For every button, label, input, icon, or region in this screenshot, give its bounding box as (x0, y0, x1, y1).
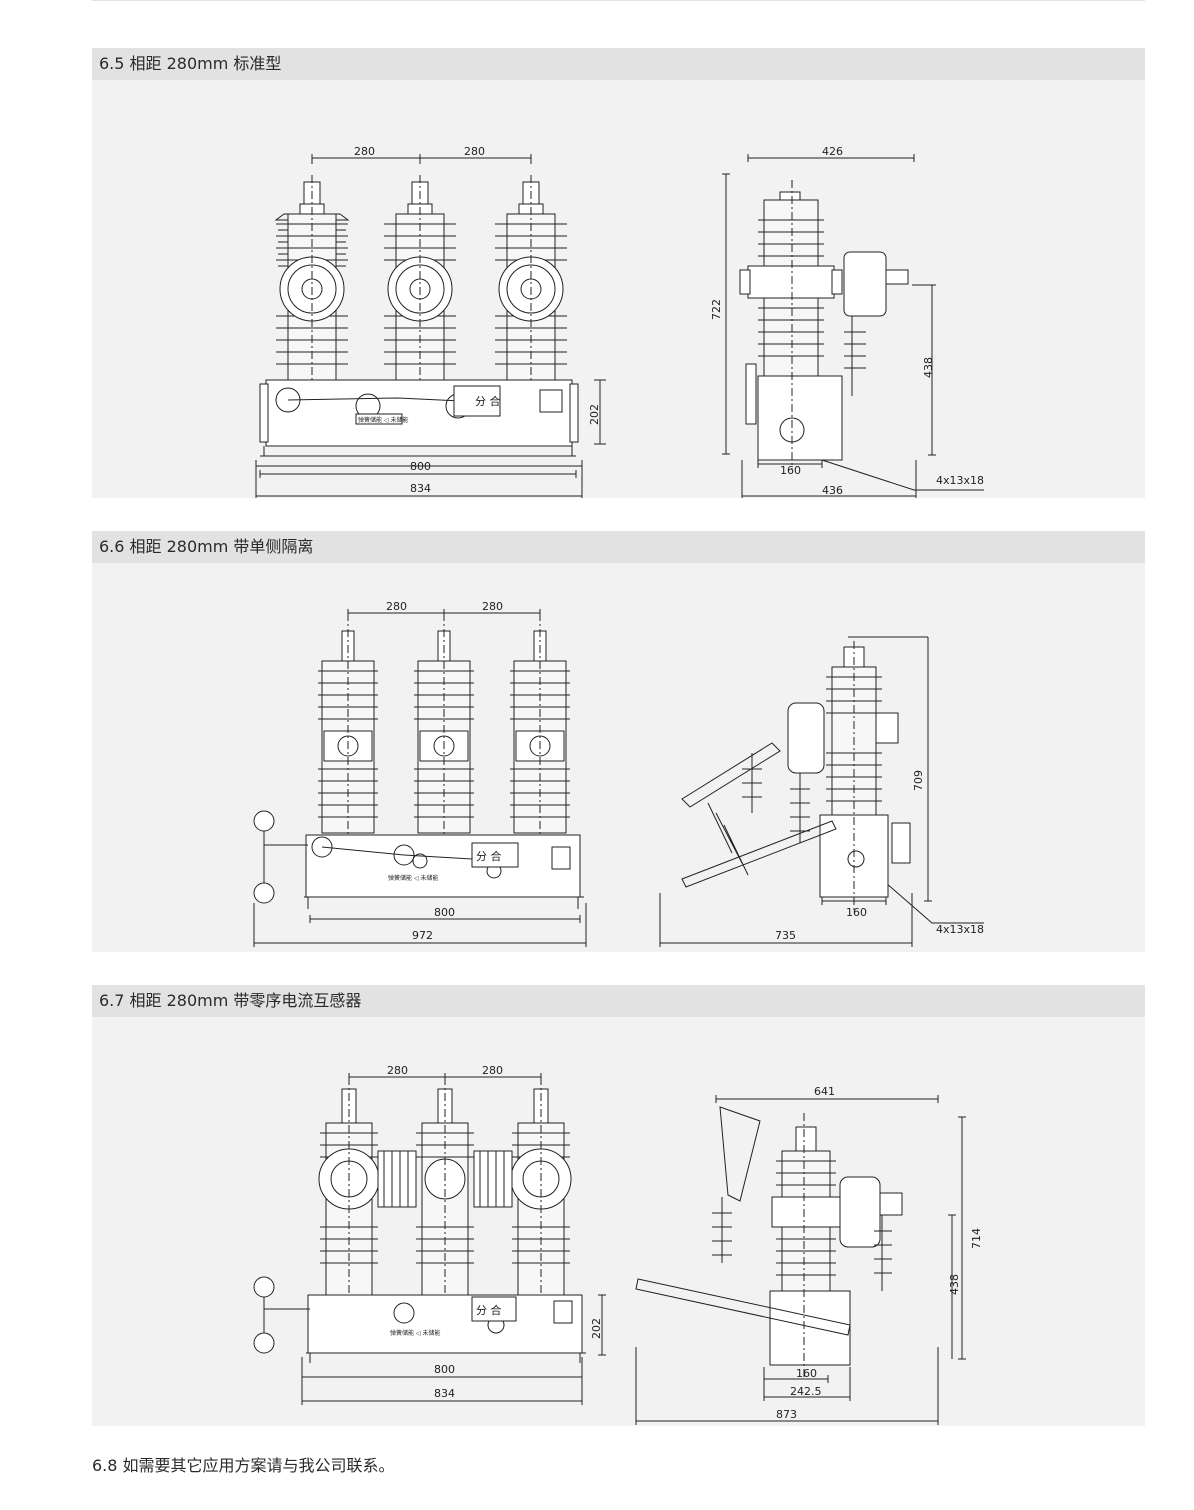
section-6-5: 6.5 相距 280mm 标准型 (92, 48, 1145, 498)
dim-front-spacing-left: 280 (387, 1064, 408, 1077)
dim-side-base-total: 735 (775, 929, 796, 942)
dim-side-height-right: 438 (948, 1274, 961, 1295)
section-drawings: 分 合 弹簧储能 ◁ 未储能 (92, 1017, 1145, 1426)
dim-front-width-800: 800 (434, 1363, 455, 1376)
insulator-3 (495, 175, 567, 420)
dim-side-base-inner: 160 (846, 906, 867, 919)
drawing-6-7: 分 合 弹簧储能 ◁ 未储能 (253, 1064, 983, 1425)
dim-side-height-total: 722 (710, 299, 723, 320)
dim-side-holes: 4x13x18 (936, 474, 984, 487)
dim-front-spacing-right: 280 (464, 145, 485, 158)
insulator-2 (384, 175, 456, 420)
dim-front-spacing-right: 280 (482, 600, 503, 613)
dim-side-width-top: 426 (822, 145, 843, 158)
dim-side-base-total: 436 (822, 484, 843, 497)
spring-plate-label: 弹簧储能 ◁ 未储能 (358, 416, 408, 424)
dim-front-width-total: 972 (412, 929, 433, 942)
section-title: 6.6 相距 280mm 带单侧隔离 (92, 531, 1145, 563)
drawing-6-5: 分 合 弹簧储能 ◁ 未储能 (255, 145, 984, 498)
footnote: 6.8 如需要其它应用方案请与我公司联系。 (92, 1456, 395, 1475)
side-view-6-7 (635, 1095, 966, 1425)
dim-side-base-inner: 160 (780, 464, 801, 477)
ops-label: 分 合 (476, 1303, 502, 1317)
ops-label: 分 合 (475, 394, 501, 408)
dim-front-spacing-left: 280 (354, 145, 375, 158)
side-view-6-5 (722, 154, 984, 498)
dim-front-width-800: 800 (410, 460, 431, 473)
ops-label: 分 合 (476, 849, 502, 863)
side-view-6-6 (659, 636, 984, 947)
dim-side-height-total: 714 (970, 1228, 983, 1249)
section-title: 6.5 相距 280mm 标准型 (92, 48, 1145, 80)
dim-side-height-right: 438 (922, 357, 935, 378)
dim-front-height-box: 202 (590, 1318, 603, 1339)
dim-side-base-mid: 242.5 (790, 1385, 822, 1398)
section-drawings: 分 合 弹簧储能 ◁ 未储能 (92, 80, 1145, 498)
dim-front-spacing-left: 280 (386, 600, 407, 613)
top-rule (92, 0, 1145, 1)
dim-side-base-total: 873 (776, 1408, 797, 1421)
dim-front-width-total: 834 (434, 1387, 455, 1400)
dim-front-width-total: 834 (410, 482, 431, 495)
front-view-6-5: 分 合 弹簧储能 ◁ 未储能 (255, 154, 606, 498)
dim-side-height-total: 709 (912, 770, 925, 791)
section-6-6: 6.6 相距 280mm 带单侧隔离 (92, 531, 1145, 952)
dim-side-width-top: 641 (814, 1085, 835, 1098)
dim-side-holes: 4x13x18 (936, 923, 984, 936)
spring-plate-label: 弹簧储能 ◁ 未储能 (390, 1329, 440, 1337)
dim-side-base-inner: 160 (796, 1367, 817, 1380)
front-view-6-6: 分 合 弹簧储能 ◁ 未储能 (253, 609, 587, 947)
spring-plate-label: 弹簧储能 ◁ 未储能 (388, 874, 438, 882)
insulator-1 (274, 175, 350, 420)
section-title: 6.7 相距 280mm 带零序电流互感器 (92, 985, 1145, 1017)
dim-front-height-box: 202 (588, 404, 601, 425)
dim-front-spacing-right: 280 (482, 1064, 503, 1077)
section-drawings: 分 合 弹簧储能 ◁ 未储能 (92, 563, 1145, 952)
dim-front-width-800: 800 (434, 906, 455, 919)
drawing-6-6: 分 合 弹簧储能 ◁ 未储能 (253, 600, 984, 947)
section-6-7: 6.7 相距 280mm 带零序电流互感器 (92, 985, 1145, 1426)
front-view-6-7: 分 合 弹簧储能 ◁ 未储能 (253, 1073, 606, 1405)
